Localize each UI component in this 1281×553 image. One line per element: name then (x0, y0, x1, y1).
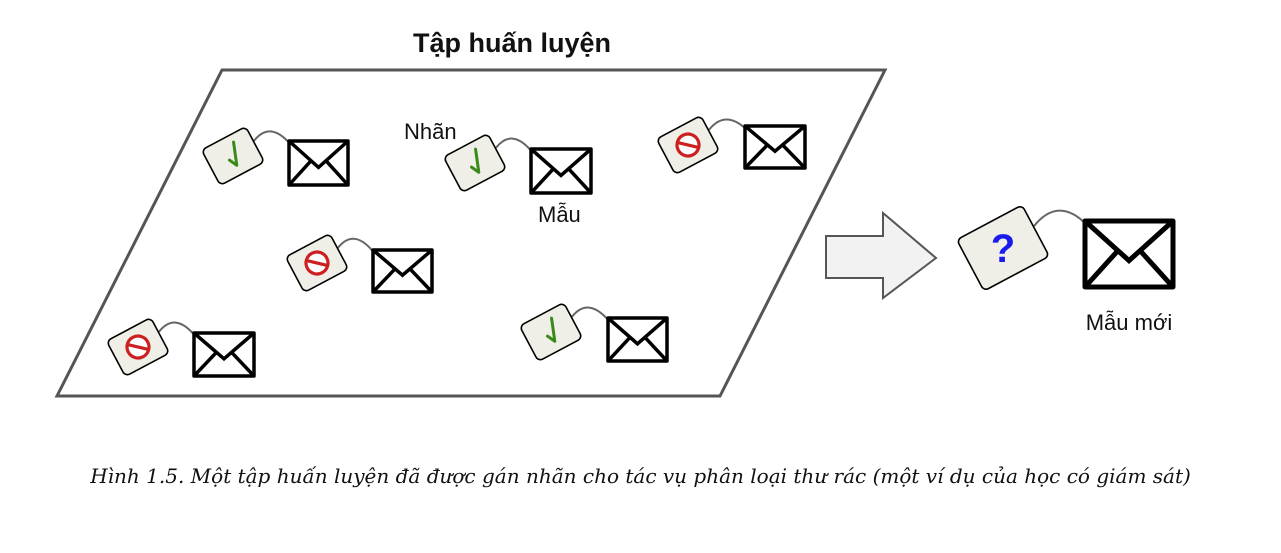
question-mark-icon: ? (991, 227, 1015, 271)
label-tag-icon (202, 127, 264, 185)
label-tag-icon: ? (957, 205, 1049, 291)
envelope-icon (743, 124, 807, 170)
envelope-icon (192, 331, 256, 378)
sample-annotation: Mẫu (538, 202, 581, 227)
training-item-spam (107, 318, 256, 378)
envelope-icon (371, 248, 434, 294)
right-arrow-icon (825, 210, 938, 301)
no-entry-icon (125, 334, 151, 360)
new-sample-label: Mẫu mới (1086, 310, 1173, 335)
figure-caption: Hình 1.5. Một tập huấn luyện đã được gán… (90, 464, 1191, 488)
training-set-area (54, 68, 888, 398)
training-item-ham (444, 134, 593, 195)
label-tag-icon (520, 303, 582, 361)
envelope-icon (287, 139, 350, 187)
envelope-icon (606, 316, 669, 363)
training-item-spam (657, 116, 807, 174)
no-entry-icon (304, 250, 330, 276)
envelope-icon (529, 147, 593, 195)
spam-training-diagram: Tập huấn luyện Nhãn Mẫu ? Mẫu mới (54, 28, 1176, 398)
check-icon (470, 147, 481, 174)
label-tag-icon (657, 116, 719, 174)
label-tag-icon (107, 318, 169, 376)
no-entry-icon (675, 132, 701, 158)
training-item-ham (202, 127, 350, 187)
envelope-icon (1082, 218, 1176, 290)
label-tag-icon (444, 134, 506, 192)
training-item-spam (286, 234, 434, 294)
new-item-unknown: ? (957, 205, 1176, 291)
check-icon (546, 316, 557, 343)
training-item-ham (520, 303, 669, 363)
label-tag-icon (286, 234, 348, 292)
check-icon (228, 140, 239, 167)
diagram-title: Tập huấn luyện (413, 28, 611, 58)
label-tag-annotation: Nhãn (404, 119, 457, 144)
